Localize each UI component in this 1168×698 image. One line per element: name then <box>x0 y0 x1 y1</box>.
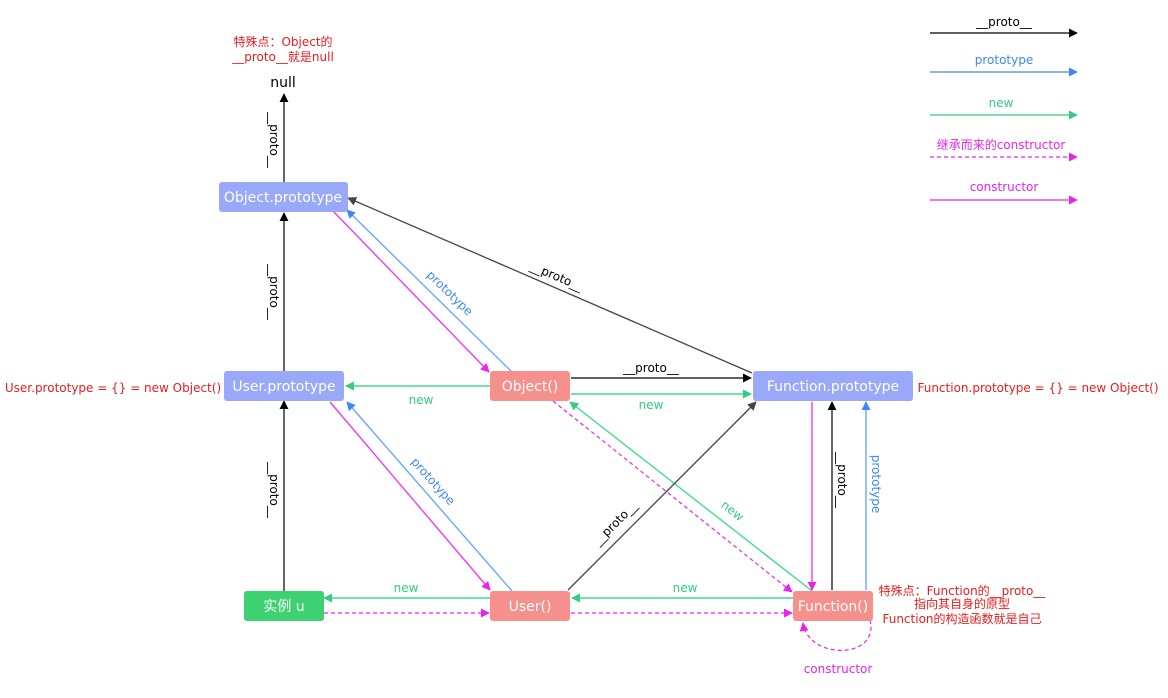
legend-label-constructor: constructor <box>970 180 1039 194</box>
label-proto-object-funcproto: __proto__ <box>622 361 680 375</box>
label-new-userproto: new <box>409 393 434 407</box>
label-prototype-function: prototype <box>869 455 883 513</box>
edge-object-prototype <box>346 209 513 373</box>
legend: __proto__ prototype new 继承而来的constructor… <box>930 15 1078 205</box>
legend-item-new: new <box>930 96 1078 120</box>
node-object-prototype[interactable]: Object.prototype <box>219 182 348 212</box>
node-null: null <box>270 75 296 91</box>
edge-user-prototype <box>346 401 513 592</box>
node-instance-u[interactable]: 实例 u <box>244 591 324 621</box>
label-constructor-self: constructor <box>804 662 873 676</box>
node-user-prototype[interactable]: User.prototype <box>224 371 344 401</box>
node-object-ctor[interactable]: Object() <box>490 371 570 401</box>
label-proto-userproto: __proto__ <box>267 461 281 519</box>
label-proto-user-funcproto: __proto__ <box>590 498 641 549</box>
edge-object-inherited-constructor <box>552 400 793 593</box>
label-new-funcproto: new <box>639 398 664 412</box>
node-object-prototype-label: Object.prototype <box>224 190 342 206</box>
note-object-line1: 特殊点：Object的 <box>233 34 332 49</box>
node-user-prototype-label: User.prototype <box>232 379 335 395</box>
node-function-ctor[interactable]: Function() <box>793 591 873 621</box>
legend-item-prototype: prototype <box>930 53 1078 77</box>
note-function-line1: 特殊点：Function的__proto__ <box>879 583 1047 598</box>
note-function-line2: 指向其自身的原型 <box>914 596 1010 611</box>
node-function-ctor-label: Function() <box>798 599 868 615</box>
edge-funcproto-to-objproto <box>347 197 753 374</box>
legend-label-inherited-constructor: 继承而来的constructor <box>937 137 1066 152</box>
label-proto-null: __proto__ <box>267 111 281 169</box>
legend-label-new: new <box>989 96 1014 110</box>
edge-userproto-constructor <box>329 401 491 591</box>
legend-label-prototype: prototype <box>975 53 1033 67</box>
node-function-prototype-label: Function.prototype <box>767 379 899 395</box>
label-new-u: new <box>394 581 419 595</box>
legend-item-proto: __proto__ <box>930 15 1078 38</box>
note-function-line3: Function的构造函数就是自己 <box>882 611 1041 626</box>
note-object-line2: __proto__就是null <box>231 50 334 64</box>
label-new-user: new <box>673 581 698 595</box>
edge-function-self-constructor <box>799 619 872 651</box>
legend-label-proto: __proto__ <box>975 15 1033 29</box>
node-user-ctor[interactable]: User() <box>490 591 570 621</box>
edge-user-proto-funcproto <box>567 401 757 591</box>
node-instance-u-label: 实例 u <box>263 599 304 615</box>
edge-function-new-object <box>569 401 813 592</box>
note-user-prototype: User.prototype = {} = new Object() <box>5 381 221 395</box>
legend-item-inherited-constructor: 继承而来的constructor <box>930 137 1078 162</box>
label-new-function-object: new <box>718 498 746 524</box>
node-user-ctor-label: User() <box>509 599 552 615</box>
edge-objproto-constructor <box>332 210 490 373</box>
label-proto-function: __proto__ <box>835 451 849 509</box>
node-object-ctor-label: Object() <box>502 379 559 395</box>
node-function-prototype[interactable]: Function.prototype <box>753 371 913 401</box>
note-function-prototype: Function.prototype = {} = new Object() <box>917 381 1158 395</box>
legend-item-constructor: constructor <box>930 180 1078 205</box>
label-proto-objproto: __proto__ <box>267 263 281 321</box>
